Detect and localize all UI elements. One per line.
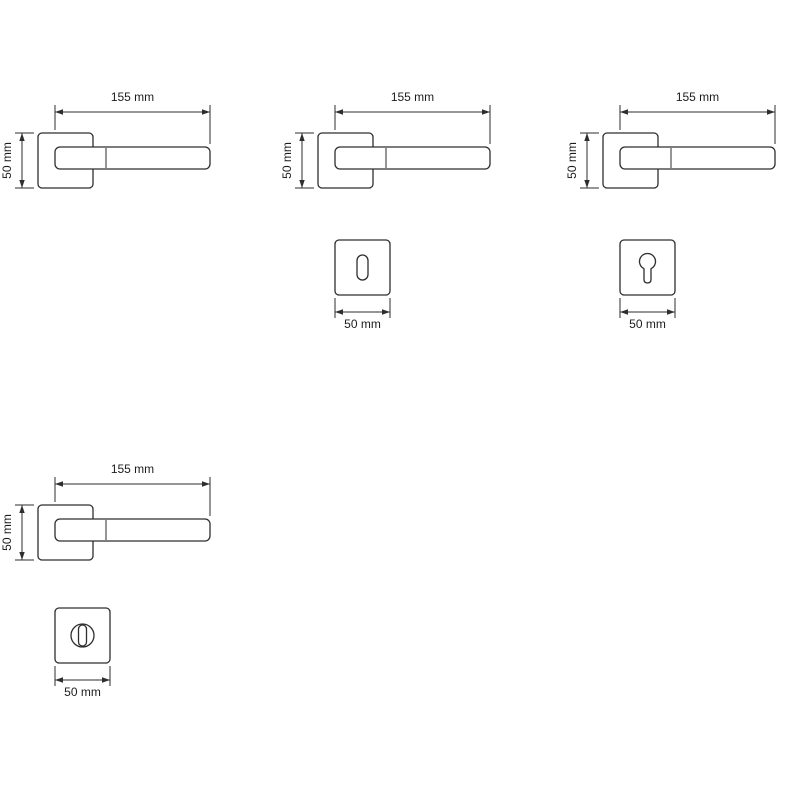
- handle-drawing: [294, 104, 491, 189]
- handle-drawing: [14, 476, 211, 561]
- height-dimension-label: 50 mm: [565, 142, 579, 179]
- handle-drawing: [579, 104, 776, 189]
- plate-width-label: 50 mm: [629, 317, 666, 331]
- keyhole-icon: [356, 254, 369, 281]
- plate-width-label: 50 mm: [64, 685, 101, 699]
- height-dimension-label: 50 mm: [0, 142, 14, 179]
- figure-handle-top-center: 155 mm 50 mm: [280, 90, 491, 189]
- figure-plate-keyhole: 50 mm: [334, 239, 391, 331]
- figure-plate-cylinder: 50 mm: [619, 239, 676, 331]
- figure-handle-bottom-left: 155 mm 50 mm: [0, 462, 211, 561]
- plate-width-label: 50 mm: [344, 317, 381, 331]
- handle-drawing: [14, 104, 211, 189]
- height-dimension-label: 50 mm: [280, 142, 294, 179]
- euro-cylinder-icon: [638, 252, 657, 284]
- length-dimension-label: 155 mm: [676, 90, 719, 104]
- wc-thumbturn-icon: [77, 624, 88, 647]
- figure-handle-top-left: 155 mm 50 mm: [0, 90, 211, 189]
- length-dimension-label: 155 mm: [111, 90, 154, 104]
- length-dimension-label: 155 mm: [391, 90, 434, 104]
- height-dimension-label: 50 mm: [0, 514, 14, 551]
- figure-plate-wc: 50 mm: [54, 607, 111, 699]
- figure-handle-top-right: 155 mm 50 mm: [565, 90, 776, 189]
- length-dimension-label: 155 mm: [111, 462, 154, 476]
